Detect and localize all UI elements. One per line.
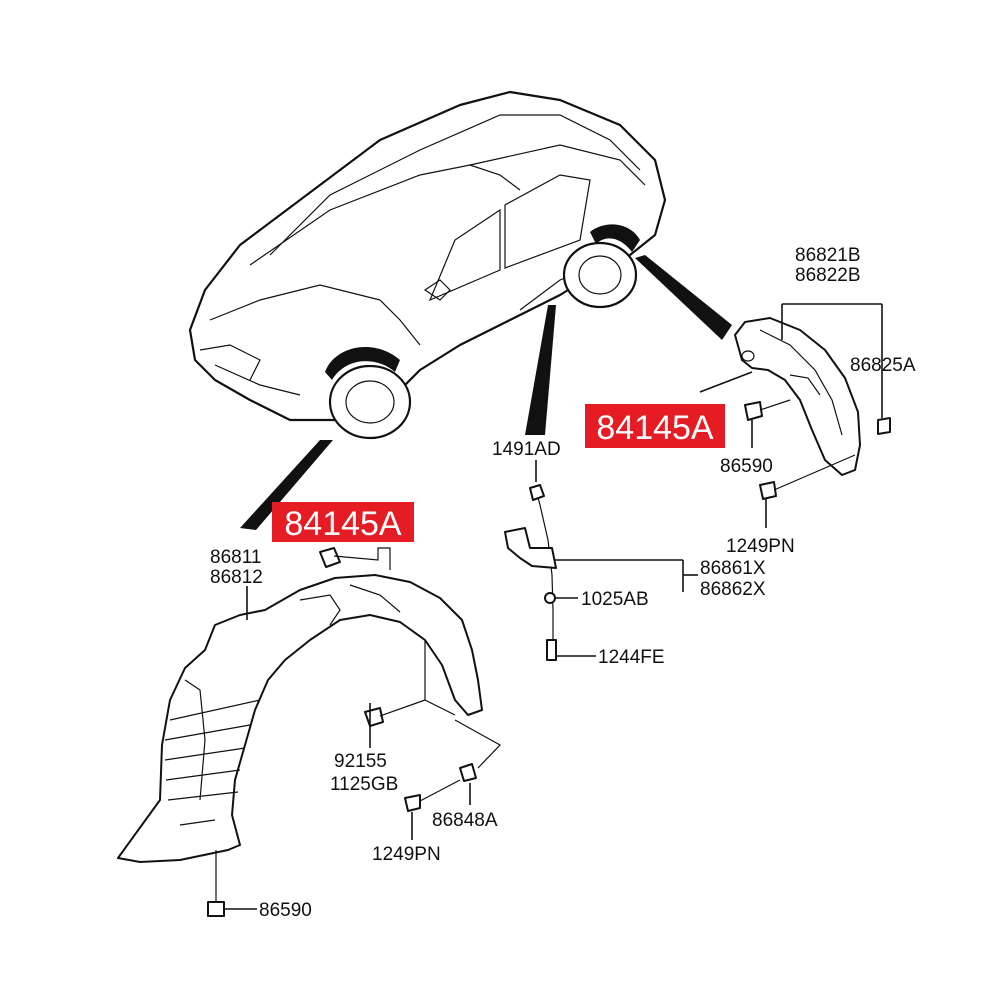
bracket-icon	[504, 527, 557, 569]
highlight-rear: 84145A	[585, 404, 725, 448]
front-nut-label: 86590	[259, 900, 312, 921]
front-clip-icon	[459, 763, 477, 782]
rear-nut-icon	[744, 401, 763, 421]
pointer-wedges	[240, 255, 732, 530]
rear-bolt-label: 1249PN	[726, 536, 795, 557]
rear-liner-label-1: 86821B	[795, 245, 861, 266]
side-clip-label: 1491AD	[492, 439, 561, 460]
front-bolt-label: 1249PN	[372, 844, 441, 865]
rear-liner-label-2: 86822B	[795, 265, 861, 286]
front-bottom-nut-icon	[207, 901, 225, 917]
rear-clip-label: 86825A	[850, 355, 916, 376]
front-screw-icon	[364, 707, 384, 727]
rear-wheel-liner	[734, 317, 861, 476]
rear-bolt-icon	[759, 481, 777, 500]
rear-pointer-wedge	[635, 255, 732, 340]
clip-icon	[529, 484, 545, 501]
front-bolt-icon	[404, 794, 421, 812]
side-bracket-label-2: 86862X	[700, 579, 766, 600]
part-labels: 86811 86812 92155 1125GB 86848A 1249PN 8…	[210, 245, 916, 921]
side-bracket-label-1: 86861X	[700, 558, 766, 579]
front-screw-label-b: 1125GB	[330, 774, 398, 795]
car-illustration	[188, 90, 667, 440]
washer-icon	[544, 592, 556, 604]
rear-clip-icon	[877, 417, 891, 435]
highlight-box	[272, 502, 414, 542]
front-top-nut-icon	[319, 547, 341, 568]
front-liner-label-2: 86812	[210, 567, 263, 588]
front-clip-label: 86848A	[432, 810, 498, 831]
side-bracket-assembly	[504, 484, 557, 661]
side-pointer-wedge	[525, 305, 556, 435]
front-screw-label-a: 92155	[334, 751, 387, 772]
highlight-label: 84145A	[284, 505, 402, 543]
rear-nut-label: 86590	[720, 456, 773, 477]
highlight-label: 84145A	[596, 409, 714, 447]
side-washer-label: 1025AB	[581, 589, 649, 610]
leader-lines	[225, 303, 883, 910]
front-pointer-wedge	[240, 440, 333, 530]
highlight-box	[585, 404, 725, 448]
front-liner-label-1: 86811	[210, 547, 261, 568]
highlight-front: 84145A	[272, 502, 414, 543]
front-wheel-liner	[117, 574, 483, 863]
side-screw-label: 1244FE	[598, 647, 665, 668]
screw-icon	[546, 639, 557, 661]
